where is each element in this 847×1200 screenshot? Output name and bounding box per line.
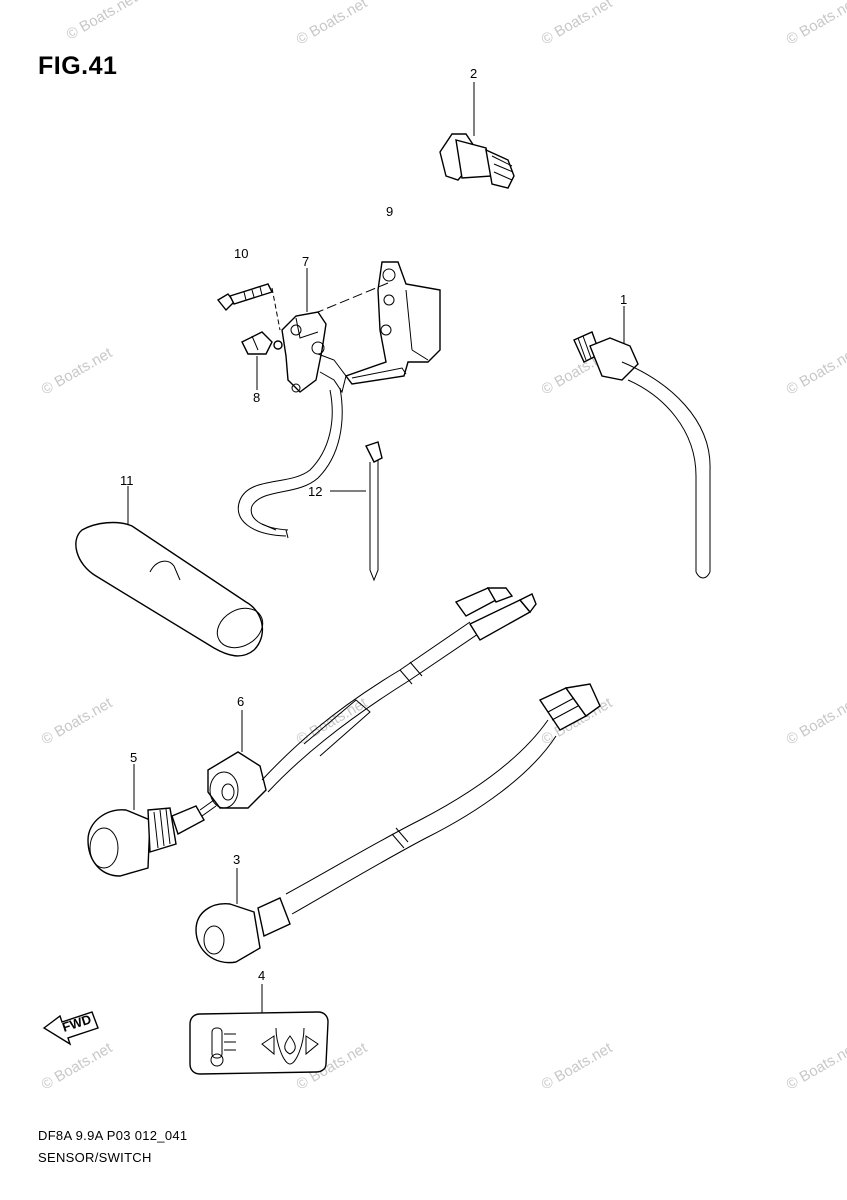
part-8-clip[interactable] xyxy=(241,331,283,390)
watermark: © Boats.net xyxy=(784,0,847,48)
callout-4[interactable]: 4 xyxy=(258,968,265,983)
watermark: © Boats.net xyxy=(539,1039,616,1093)
callout-labels: 2 9 10 7 1 8 11 12 6 5 3 4 xyxy=(120,66,627,983)
callout-10[interactable]: 10 xyxy=(234,246,248,261)
fwd-arrow-icon: FWD xyxy=(42,1011,99,1046)
watermark: © Boats.net xyxy=(39,344,116,398)
watermark: © Boats.net xyxy=(539,0,616,48)
callout-7[interactable]: 7 xyxy=(302,254,309,269)
callout-8[interactable]: 8 xyxy=(253,390,260,405)
oil-pressure-icon xyxy=(261,1027,319,1065)
watermark: © Boats.net xyxy=(784,694,847,748)
figure-code: DF8A 9.9A P03 012_041 xyxy=(38,1128,188,1143)
watermark: © Boats.net xyxy=(784,1039,847,1093)
callout-5[interactable]: 5 xyxy=(130,750,137,765)
watermark: © Boats.net xyxy=(39,1039,116,1093)
callout-12[interactable]: 12 xyxy=(308,484,322,499)
switch-cable xyxy=(237,387,343,539)
part-4-label-plate[interactable] xyxy=(189,984,329,1075)
callout-1[interactable]: 1 xyxy=(620,292,627,307)
part-3-lamp[interactable] xyxy=(195,683,601,964)
part-6-grommet[interactable] xyxy=(207,587,537,809)
callout-3[interactable]: 3 xyxy=(233,852,240,867)
part-10-bolt[interactable] xyxy=(216,283,281,331)
callout-2[interactable]: 2 xyxy=(470,66,477,81)
part-2-sensor[interactable] xyxy=(439,82,515,189)
watermark: © Boats.net xyxy=(784,344,847,398)
watermark: © Boats.net xyxy=(64,0,141,43)
watermark: © Boats.net xyxy=(39,694,116,748)
figure-title: FIG.41 xyxy=(38,52,118,80)
part-5-switch[interactable] xyxy=(87,764,217,877)
part-11-sleeve[interactable] xyxy=(75,486,270,657)
part-9-bracket[interactable] xyxy=(317,261,441,385)
callout-9[interactable]: 9 xyxy=(386,204,393,219)
part-7-switch[interactable] xyxy=(281,268,347,394)
temperature-icon xyxy=(210,1027,236,1067)
figure-name: SENSOR/SWITCH xyxy=(38,1150,152,1165)
watermark: © Boats.net xyxy=(294,0,371,48)
part-1-sensor[interactable] xyxy=(573,306,711,579)
callout-6[interactable]: 6 xyxy=(237,694,244,709)
callout-11[interactable]: 11 xyxy=(120,473,134,488)
part-12-cable-tie[interactable] xyxy=(330,441,383,582)
